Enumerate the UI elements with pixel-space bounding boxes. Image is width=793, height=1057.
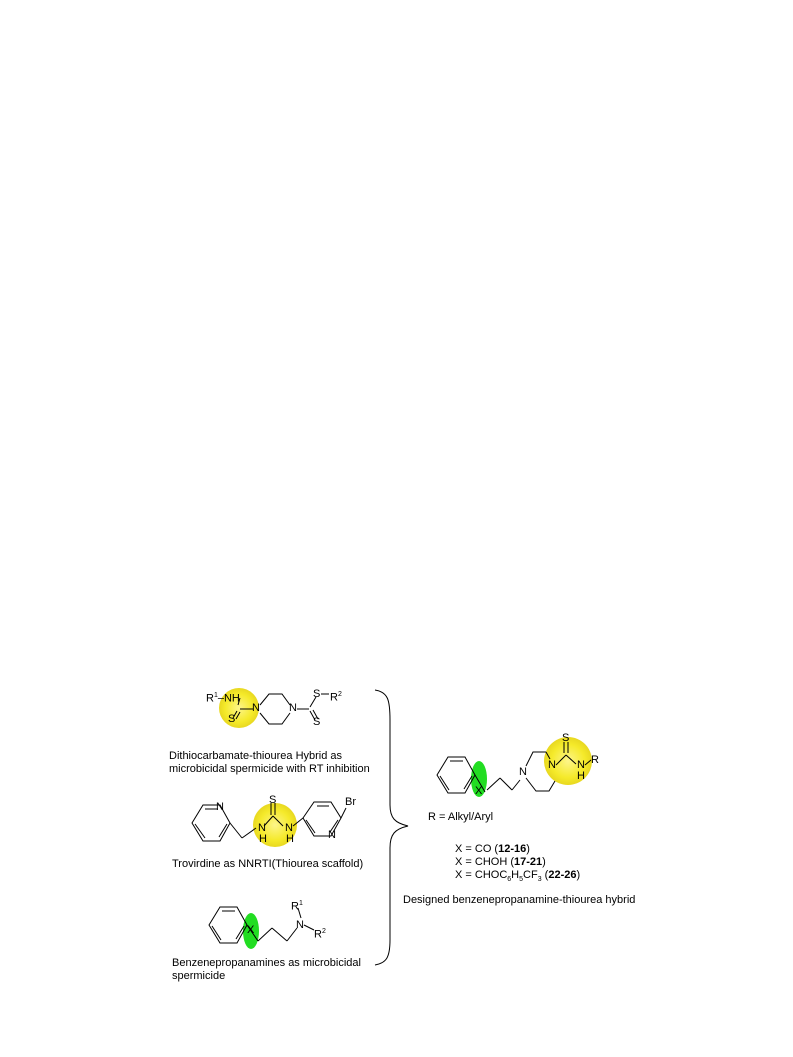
- r1-label: R1: [291, 900, 303, 913]
- nh-h-atom: H: [577, 770, 585, 782]
- nh-n-atom: N: [577, 759, 585, 771]
- designed-caption: Designed benzenepropanamine-thiourea hyb…: [403, 894, 636, 906]
- thiourea-highlight: [544, 737, 592, 785]
- n-atom: N: [296, 919, 304, 931]
- grouping-brace: [374, 689, 409, 966]
- x-line-choh: X = CHOH (17-21): [455, 856, 546, 868]
- x-label: X: [247, 924, 255, 936]
- r1-nh-label: R1–NH: [206, 692, 240, 705]
- dithiocarbamate-caption: Dithiocarbamate-thiourea Hybrid as micro…: [169, 750, 370, 775]
- nh-n-atom: N: [285, 822, 293, 834]
- s-atom: S: [562, 732, 570, 744]
- n-atom: N: [328, 829, 336, 841]
- br-atom: Br: [345, 796, 356, 808]
- dithiocarbamate-structure: [219, 688, 329, 728]
- n-atom: N: [216, 801, 224, 813]
- nh-n-atom: N: [258, 822, 266, 834]
- nh-h-atom: H: [286, 833, 294, 845]
- thiourea-highlight: [219, 688, 259, 728]
- benzenepropanamine-structure: [208, 906, 315, 949]
- r-label: R: [591, 754, 599, 766]
- trovirdine-structure: [191, 801, 347, 847]
- x-label: X: [475, 785, 483, 797]
- x-line-ether: X = CHOC6H5CF3 (22-26): [455, 869, 581, 884]
- s-atom: S: [228, 713, 236, 725]
- s-atom: S: [313, 688, 321, 700]
- n-atom: N: [289, 702, 297, 714]
- n-atom: N: [252, 702, 260, 714]
- thiourea-highlight: [253, 803, 297, 847]
- s-atom: S: [269, 794, 277, 806]
- n-atom: N: [548, 759, 556, 771]
- x-definitions: X = CO (12-16) X = CHOH (17-21) X = CHOC…: [455, 843, 580, 886]
- trovirdine-caption: Trovirdine as NNRTI(Thiourea scaffold): [172, 858, 364, 870]
- x-line-co: X = CO (12-16): [455, 843, 530, 855]
- s-atom: S: [313, 716, 321, 728]
- r-definition: R = Alkyl/Aryl: [428, 811, 494, 823]
- r2-label: R2: [314, 928, 326, 941]
- designed-hybrid-structure: [436, 737, 592, 797]
- r2-label: R2: [330, 691, 342, 704]
- benzenepropanamine-caption: Benzenepropanamines as microbicidal sper…: [172, 957, 361, 982]
- n-atom: N: [519, 766, 527, 778]
- nh-h-atom: H: [259, 833, 267, 845]
